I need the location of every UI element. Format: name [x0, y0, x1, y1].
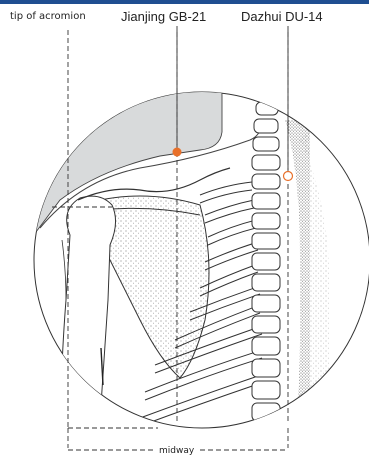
dazhui-label: Dazhui DU-14 — [241, 9, 323, 24]
acromion-label: tip of acromion — [10, 11, 86, 22]
jianjing-gb21-point — [173, 148, 182, 157]
midway-label: midway — [158, 446, 195, 456]
dazhui-du14-point — [284, 172, 293, 181]
jianjing-label: Jianjing GB-21 — [121, 9, 206, 24]
